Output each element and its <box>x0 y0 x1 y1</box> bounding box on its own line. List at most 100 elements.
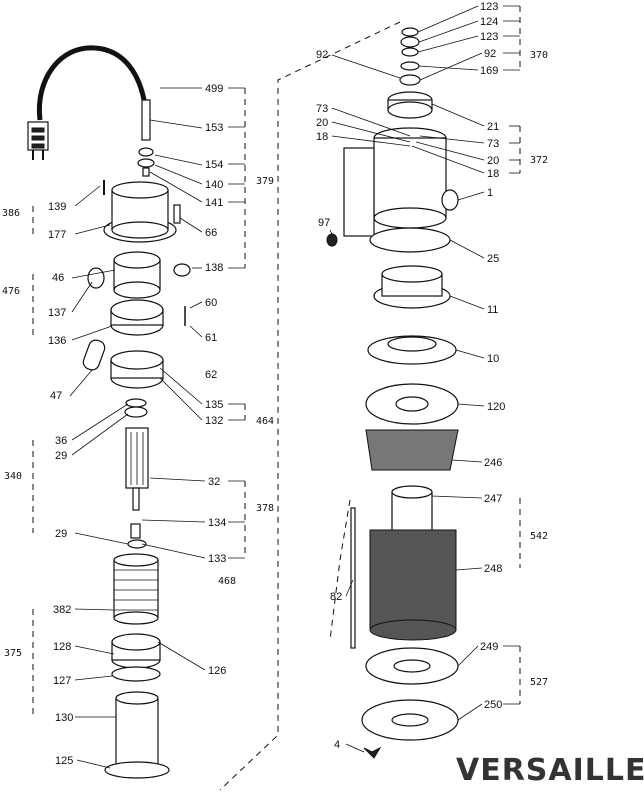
part-label: 25 <box>487 253 499 265</box>
bolt-97 <box>326 233 338 247</box>
part-label: 123 <box>480 31 498 43</box>
part-label: 248 <box>484 563 502 575</box>
nut-124 <box>400 36 420 48</box>
group-label: 542 <box>530 531 548 542</box>
part-label: 138 <box>205 262 223 274</box>
part-label: 499 <box>205 83 223 95</box>
washer-123b <box>401 47 419 57</box>
part-label: 169 <box>480 65 498 77</box>
part-label: 61 <box>205 332 217 344</box>
rod-82 <box>350 507 356 649</box>
motor-cap <box>103 181 177 243</box>
motor-housing <box>104 691 170 779</box>
part-label: 73 <box>487 138 499 150</box>
terminal-block <box>113 251 161 299</box>
base-plate-10 <box>367 335 457 365</box>
part-label: 123 <box>480 1 498 13</box>
plate-249-hole <box>393 659 431 673</box>
part-label: 92 <box>484 48 496 60</box>
part-label: 249 <box>480 641 498 653</box>
filter-ring-11 <box>373 265 451 309</box>
part-label: 125 <box>55 755 73 767</box>
pump-motor-body <box>343 127 459 237</box>
part-label: 20 <box>487 155 499 167</box>
part-label: 11 <box>487 304 498 316</box>
group-label: 370 <box>530 50 548 61</box>
part-label: 153 <box>205 122 223 134</box>
part-label: 120 <box>487 401 505 413</box>
part-label: 36 <box>55 435 67 447</box>
part-label: 130 <box>55 712 73 724</box>
power-cable <box>36 45 96 121</box>
group-label: 379 <box>256 176 274 187</box>
sleeve-134 <box>130 523 141 539</box>
left-label-group: 499 153 154 140 141 139 177 66 138 46 13… <box>48 83 226 767</box>
part-label: 140 <box>205 179 223 191</box>
part-label: 124 <box>480 16 498 28</box>
leader-lines-left <box>69 87 245 769</box>
part-label: 1 <box>487 187 493 199</box>
bearing-housing <box>110 299 164 336</box>
group-label: 375 <box>4 648 22 659</box>
part-label: 134 <box>208 517 226 529</box>
base-ring-25 <box>369 227 451 253</box>
part-label: 250 <box>484 699 502 711</box>
washer <box>137 158 155 168</box>
part-label: 137 <box>48 307 66 319</box>
part-label: 60 <box>205 297 217 309</box>
lower-bearing-plate <box>111 633 161 682</box>
part-label: 247 <box>484 493 502 505</box>
perforated-disc <box>365 383 459 425</box>
seal-ring <box>138 147 154 157</box>
part-label: 128 <box>53 641 71 653</box>
small-screw <box>142 167 150 177</box>
part-label: 92 <box>316 49 328 61</box>
part-label: 4 <box>334 739 340 751</box>
group-labels: 370 379 386 476 464 340 378 468 375 372 … <box>2 50 548 688</box>
part-label: 141 <box>205 197 223 209</box>
leader-lines-right <box>329 5 520 753</box>
plug-icon <box>27 121 49 160</box>
part-label: 382 <box>53 604 71 616</box>
wing-nut <box>363 746 382 759</box>
upper-bearing-plate <box>110 350 164 389</box>
right-label-group: 123 124 123 92 169 92 73 20 18 21 73 20 … <box>316 1 505 751</box>
group-brackets-left <box>32 88 246 717</box>
screw-66 <box>173 204 181 224</box>
group-label: 527 <box>530 677 548 688</box>
part-label: 154 <box>205 159 223 171</box>
washer-92 <box>399 74 421 86</box>
part-label: 136 <box>48 335 66 347</box>
part-label: 246 <box>484 457 502 469</box>
part-label: 127 <box>53 675 71 687</box>
part-label: 18 <box>316 131 328 143</box>
part-label: 47 <box>50 390 62 402</box>
mesh-basket <box>365 429 459 471</box>
part-label: 82 <box>330 591 342 603</box>
separator-line <box>219 21 401 791</box>
guide-line <box>329 499 351 641</box>
ring-36 <box>125 398 147 408</box>
part-label: 18 <box>487 168 499 180</box>
group-label: 464 <box>256 416 274 427</box>
part-label: 62 <box>205 369 217 381</box>
part-label: 126 <box>208 665 226 677</box>
part-label: 66 <box>205 227 217 239</box>
group-label: 468 <box>218 576 236 587</box>
part-label: 46 <box>52 272 64 284</box>
brand-logo-text: VERSAILLES <box>456 753 644 788</box>
part-label: 97 <box>318 217 330 229</box>
part-label: 29 <box>55 450 67 462</box>
part-label: 133 <box>208 553 226 565</box>
power-cable-end <box>94 45 148 106</box>
washer-169 <box>400 61 420 71</box>
cable-gland <box>141 99 151 141</box>
group-label: 476 <box>2 286 20 297</box>
mesh-cylinder <box>369 529 457 641</box>
stator <box>113 553 159 625</box>
part-label: 32 <box>208 476 220 488</box>
group-label: 372 <box>530 155 548 166</box>
part-label: 10 <box>487 353 499 365</box>
